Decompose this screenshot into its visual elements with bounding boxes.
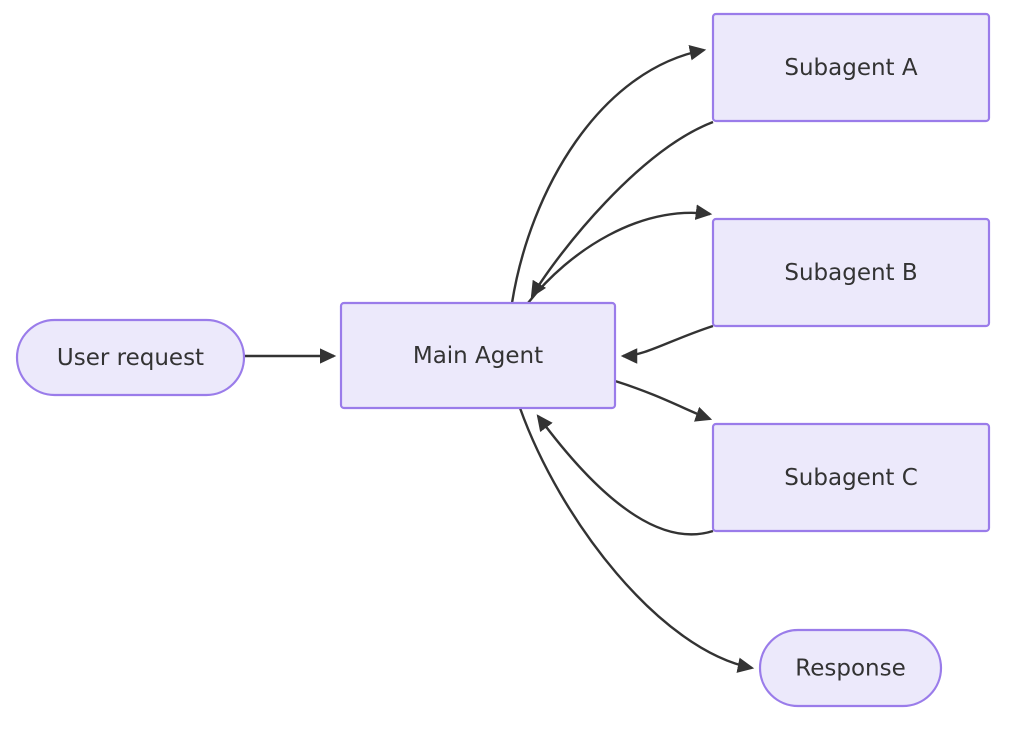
node-label-subagent-c: Subagent C (784, 465, 918, 491)
node-shape-user-request (15, 318, 246, 397)
edge-main-agent-to-response (518, 407, 755, 673)
node-subagent-c[interactable]: Subagent C (711, 422, 991, 533)
node-main-agent[interactable]: Main Agent (339, 301, 617, 410)
edge-subagent-a-to-main-agent (530, 120, 714, 298)
edge-main-agent-to-subagent-a (510, 45, 707, 304)
node-label-user-request: User request (57, 345, 204, 371)
node-response[interactable]: Response (758, 628, 943, 708)
node-shape-subagent-a (711, 12, 991, 123)
node-subagent-b[interactable]: Subagent B (711, 217, 991, 328)
edge-subagent-c-to-main-agent (536, 414, 714, 536)
nodes-layer: User request Main Agent Subagent A Subagent… (15, 12, 991, 708)
node-label-main-agent: Main Agent (413, 343, 543, 369)
node-shape-subagent-c (711, 422, 991, 533)
node-shape-subagent-b (711, 217, 991, 328)
node-label-subagent-a: Subagent A (784, 55, 918, 81)
edge-main-agent-to-subagent-c (614, 379, 713, 422)
node-label-response: Response (795, 656, 905, 682)
node-label-subagent-b: Subagent B (784, 260, 917, 286)
edge-main-agent-to-subagent-b (527, 204, 713, 304)
edges-layer (244, 45, 755, 673)
edge-subagent-b-to-main-agent (620, 324, 714, 364)
node-shape-response (758, 628, 943, 708)
node-user-request[interactable]: User request (15, 318, 246, 397)
node-subagent-a[interactable]: Subagent A (711, 12, 991, 123)
node-shape-main-agent (339, 301, 617, 410)
